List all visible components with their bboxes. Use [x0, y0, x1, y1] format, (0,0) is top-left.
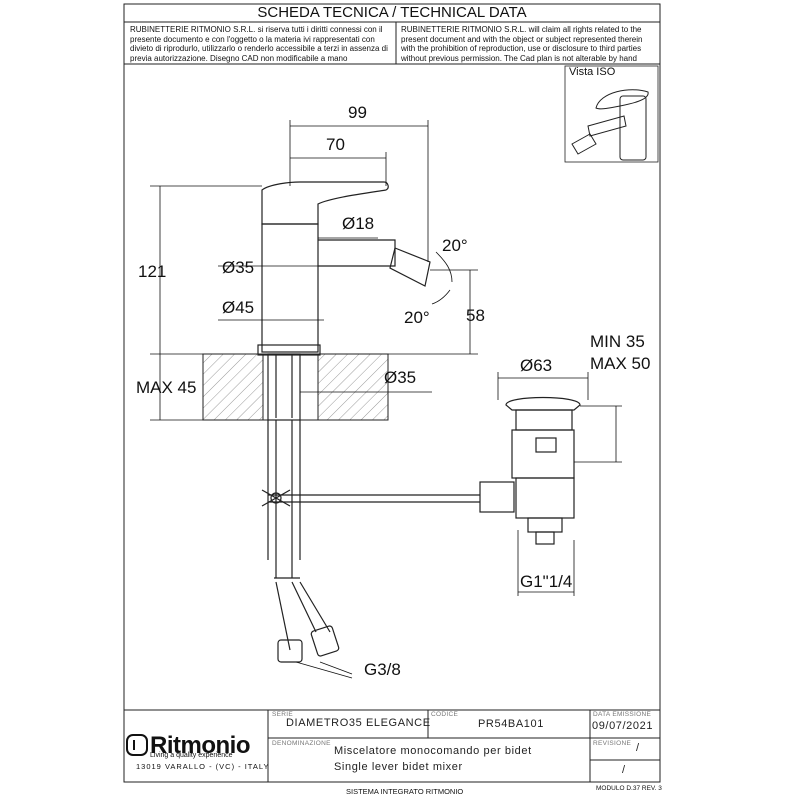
description-en: Single lever bidet mixer	[334, 761, 463, 773]
sheet-frame	[123, 3, 661, 783]
label-serie: SERIE	[272, 711, 294, 718]
iso-sketch	[571, 89, 649, 161]
dim-d63: Ø63	[520, 356, 553, 375]
copyright-note-it: RUBINETTERIE RITMONIO S.R.L. si riserva …	[130, 25, 388, 63]
dim-d45: Ø45	[222, 298, 255, 317]
dim-g3-8: G3/8	[364, 660, 401, 679]
dim-58: 58	[466, 306, 485, 325]
label-denominazione: DENOMINAZIONE	[272, 740, 331, 747]
brand-address: 13019 VARALLO - (VC) - ITALY	[136, 762, 270, 771]
dim-max45: MAX 45	[136, 378, 197, 397]
dim-d18: Ø18	[342, 214, 375, 233]
codice-value: PR54BA101	[478, 718, 544, 730]
revision-1: /	[636, 742, 640, 754]
footer-module: MODULO D.37 REV. 3	[596, 785, 662, 792]
label-data: DATA EMISSIONE	[593, 711, 652, 718]
dim-max50: MAX 50	[590, 354, 651, 373]
dimension-lines	[150, 120, 622, 679]
mixer-body	[257, 181, 480, 663]
countertop-section	[202, 353, 389, 421]
dim-d35-body: Ø35	[222, 258, 255, 277]
copyright-note-en: RUBINETTERIE RITMONIO S.R.L. will claim …	[401, 25, 643, 63]
serie-value: DIAMETRO35 ELEGANCE	[286, 717, 431, 729]
data-value: 09/07/2021	[592, 720, 654, 732]
dim-angle-bottom: 20°	[404, 308, 430, 327]
description-it: Miscelatore monocomando per bidet	[334, 745, 532, 757]
dim-99: 99	[348, 103, 367, 122]
footer-system: SISTEMA INTEGRATO RITMONIO	[346, 787, 464, 796]
iso-view-frame	[564, 65, 659, 163]
dim-angle-top: 20°	[442, 236, 468, 255]
brand-logo: Ritmonio	[150, 732, 250, 759]
dim-70: 70	[326, 135, 345, 154]
dim-min35: MIN 35	[590, 332, 645, 351]
dim-d35-hole: Ø35	[384, 368, 417, 387]
pop-up-waste	[479, 396, 581, 545]
label-revisione: REVISIONE	[593, 740, 632, 747]
sheet-title: SCHEDA TECNICA / TECHNICAL DATA	[257, 4, 527, 21]
dim-121: 121	[138, 262, 167, 281]
iso-view-label: Vista ISO	[569, 66, 616, 78]
revision-2: /	[622, 764, 626, 776]
label-codice: CODICE	[431, 711, 459, 718]
ritmonio-logo-icon	[126, 734, 148, 756]
dim-g1-1-4: G1"1/4	[520, 572, 573, 591]
brand-tagline: Living a quality experience	[150, 752, 233, 759]
